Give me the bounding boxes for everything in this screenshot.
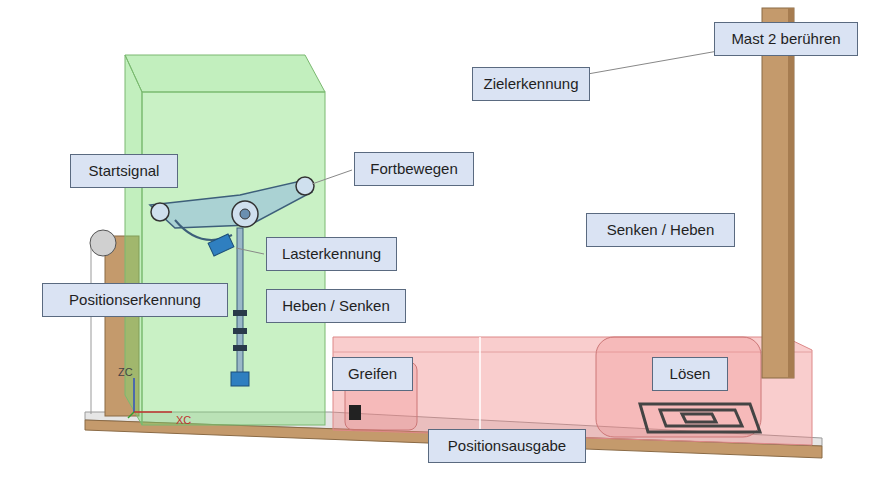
robot-wheel: [232, 201, 258, 227]
position-sensor: [349, 405, 361, 420]
label-text: Mast 2 berühren: [723, 30, 848, 48]
label-text: Lasterkennung: [274, 245, 389, 263]
rod-collar: [233, 328, 247, 334]
leader-line: [312, 170, 352, 184]
leader-connector: [590, 52, 714, 74]
label-box: Positionserkennung: [42, 283, 228, 317]
axis-z: [133, 378, 135, 412]
robot-wheel: [151, 203, 169, 221]
rope: [91, 248, 92, 414]
label-text: Lösen: [662, 365, 719, 383]
label-box: Positionsausgabe: [428, 429, 586, 463]
label-box: Fortbewegen: [354, 152, 474, 186]
label-text: Fortbewegen: [362, 160, 466, 178]
axis-label: XC: [176, 414, 191, 426]
workspace-top: [125, 55, 325, 92]
gripper: [231, 372, 249, 386]
drop-well: [596, 337, 761, 437]
target-marker: [640, 404, 760, 432]
label-box: Mast 2 berühren: [714, 22, 858, 56]
tray-seam: [479, 337, 481, 438]
leader-line: [236, 248, 264, 254]
laser-sensor: [208, 234, 234, 256]
label-text: Zielerkennung: [475, 75, 586, 93]
label-box: Startsignal: [70, 154, 178, 188]
pulley: [90, 230, 116, 256]
label-text: Startsignal: [81, 162, 168, 180]
axis-label: ZC: [118, 366, 133, 378]
rod-collar: [233, 345, 247, 351]
label-text: Positionsausgabe: [440, 437, 574, 455]
mast: [762, 8, 794, 378]
robot-wheel: [296, 177, 314, 195]
label-box: Greifen: [332, 357, 413, 391]
axis-y: [128, 412, 134, 418]
label-box: Lasterkennung: [266, 237, 397, 271]
robot-hub: [240, 209, 250, 219]
label-box: Senken / Heben: [586, 213, 735, 247]
label-text: Heben / Senken: [274, 297, 398, 315]
rod-collar: [233, 310, 247, 316]
label-box: Heben / Senken: [266, 289, 406, 323]
label-box: Zielerkennung: [472, 67, 590, 101]
mast-side: [788, 8, 794, 378]
axis-x: [134, 411, 172, 413]
label-text: Positionserkennung: [61, 291, 209, 309]
label-text: Senken / Heben: [599, 221, 723, 239]
label-box: Lösen: [652, 357, 728, 391]
label-text: Greifen: [340, 365, 405, 383]
